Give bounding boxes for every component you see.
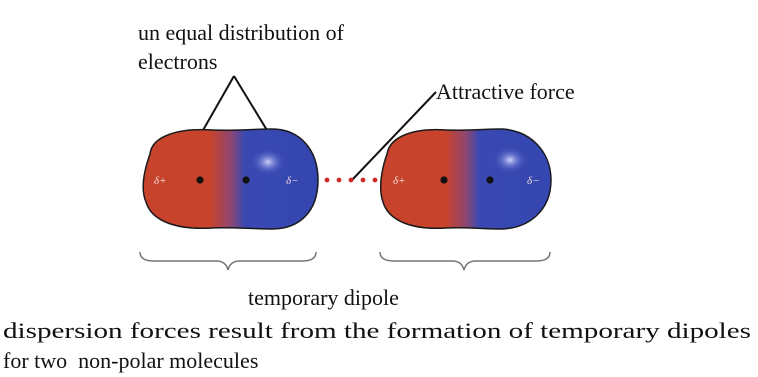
molecule-right-body [381, 129, 551, 229]
attractive-force-label: Attractive force [436, 79, 575, 104]
attraction-dot [373, 178, 378, 183]
unequal-distribution-label-line1: un equal distribution of [138, 20, 345, 45]
brace-right [380, 252, 550, 270]
attraction-dot [361, 178, 366, 183]
attraction-dot [349, 178, 354, 183]
caption-line-2: for two non-polar molecules [3, 348, 258, 373]
molecule-right-nucleus-dot [440, 176, 447, 183]
molecule-right-electron-dot [486, 176, 493, 183]
caption-line-1: dispersion forces result from the format… [3, 318, 751, 343]
molecule-left-highlight [250, 148, 286, 176]
molecule-left-delta-positive: δ+ [154, 175, 167, 187]
brace-left [140, 252, 316, 270]
molecule-right: δ+ δ− [381, 129, 551, 229]
molecule-right-delta-negative: δ− [527, 175, 540, 187]
molecule-right-highlight [492, 146, 528, 174]
molecule-right-delta-positive: δ+ [393, 175, 406, 187]
molecule-left-electron-dot [242, 176, 249, 183]
attraction-dot [325, 178, 330, 183]
temporary-dipole-label: temporary dipole [248, 285, 399, 310]
unequal-distribution-label-line2: electrons [138, 49, 217, 74]
molecule-left: δ+ δ− [143, 129, 318, 229]
molecule-left-delta-negative: δ− [286, 175, 299, 187]
attraction-dot [337, 178, 342, 183]
molecule-left-nucleus-dot [196, 176, 203, 183]
attraction-dots [325, 178, 378, 183]
